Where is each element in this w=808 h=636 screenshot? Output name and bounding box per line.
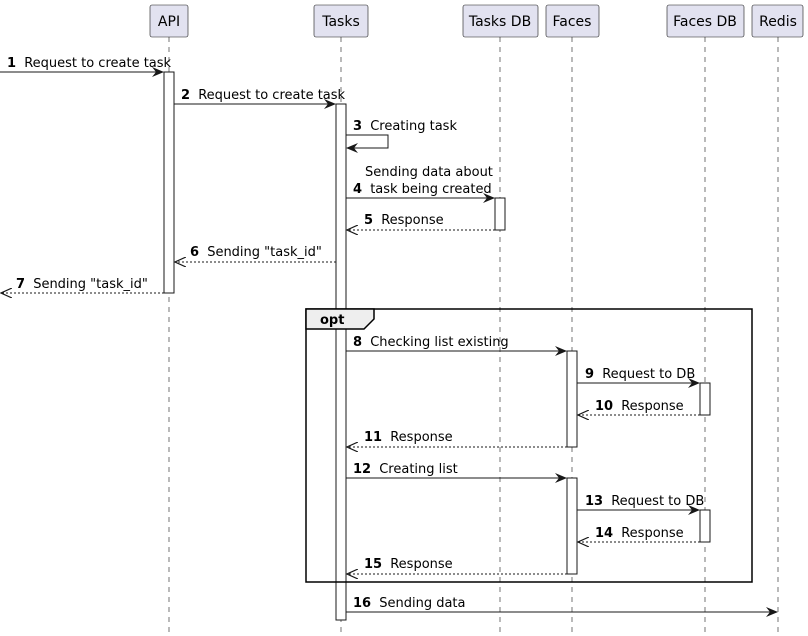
participant-redis: Redis: [751, 4, 804, 38]
participant-faces: Faces: [545, 4, 600, 38]
message-4: Sending data about 4 task being created: [346, 165, 495, 203]
activation-api: [163, 71, 175, 294]
message-2: 2 Request to create task: [174, 88, 346, 109]
message-11: 11 Response: [347, 430, 567, 447]
message-2-text: Request to create task: [198, 88, 345, 103]
message-3-number: 3: [353, 119, 362, 134]
message-4-number: 4: [353, 182, 362, 197]
message-15: 15 Response: [347, 557, 567, 574]
message-8: 8 Checking list existing: [346, 335, 567, 356]
activations: [163, 71, 711, 621]
participant-faces-label: Faces: [553, 14, 592, 30]
message-14-label: 14 Response: [595, 526, 684, 541]
message-12: 12 Creating list: [346, 462, 567, 483]
message-10-label: 10 Response: [595, 399, 684, 414]
message-13: 13 Request to DB: [577, 494, 704, 515]
message-6-text: Sending "task_id": [207, 245, 322, 260]
message-11-label: 11 Response: [364, 430, 453, 445]
message-16-number: 16: [353, 596, 371, 611]
participant-tasks-db-label: Tasks DB: [468, 14, 531, 30]
activation-faces-2: [566, 477, 578, 575]
message-8-label: 8 Checking list existing: [353, 335, 509, 350]
message-8-text: Checking list existing: [370, 335, 509, 350]
message-13-number: 13: [585, 494, 603, 509]
message-9-number: 9: [585, 367, 594, 382]
message-12-number: 12: [353, 462, 371, 477]
activation-tasks-db: [494, 197, 506, 231]
message-10: 10 Response: [578, 399, 700, 415]
opt-fragment-label: opt: [320, 313, 344, 328]
activation-faces-db-2: [699, 509, 711, 543]
message-16-label: 16 Sending data: [353, 596, 466, 611]
message-16: 16 Sending data: [346, 596, 778, 617]
message-14-number: 14: [595, 526, 613, 541]
message-5-text: Response: [381, 213, 443, 228]
message-9: 9 Request to DB: [577, 367, 700, 388]
message-3-text: Creating task: [370, 119, 457, 134]
participant-tasks: Tasks: [313, 4, 369, 38]
activation-faces-1: [566, 350, 578, 448]
message-2-label: 2 Request to create task: [181, 88, 346, 103]
message-9-label: 9 Request to DB: [585, 367, 695, 382]
participant-api: API: [149, 4, 189, 38]
message-8-number: 8: [353, 335, 362, 350]
messages: 1 Request to create task 2 Request to cr…: [0, 56, 778, 617]
participant-tasks-label: Tasks: [321, 14, 360, 30]
message-12-label: 12 Creating list: [353, 462, 458, 477]
participant-faces-db-label: Faces DB: [673, 14, 737, 30]
participant-tasks-db: Tasks DB: [462, 4, 539, 38]
message-7-text: Sending "task_id": [33, 277, 148, 292]
message-5-label: 5 Response: [364, 213, 444, 228]
participants: API Tasks Tasks DB Faces Faces DB Redis: [149, 4, 804, 38]
message-11-number: 11: [364, 430, 382, 445]
message-10-number: 10: [595, 399, 613, 414]
opt-fragment: opt: [305, 308, 753, 583]
message-13-label: 13 Request to DB: [585, 494, 704, 509]
message-4-text-line-1: Sending data about: [365, 165, 493, 180]
participant-api-label: API: [158, 14, 180, 30]
message-1-label: 1 Request to create task: [7, 56, 172, 71]
message-9-text: Request to DB: [602, 367, 695, 382]
message-15-text: Response: [390, 557, 452, 572]
message-1-number: 1: [7, 56, 16, 71]
message-6: 6 Sending "task_id": [175, 245, 336, 262]
activation-tasks: [335, 103, 347, 621]
message-1-text: Request to create task: [24, 56, 171, 71]
message-4-text-line-2: task being created: [370, 182, 492, 197]
message-16-text: Sending data: [379, 596, 465, 611]
message-13-text: Request to DB: [611, 494, 704, 509]
message-10-text: Response: [621, 399, 683, 414]
message-7: 7 Sending "task_id": [1, 277, 164, 293]
message-5-number: 5: [364, 213, 373, 228]
message-2-number: 2: [181, 88, 190, 103]
activation-faces-db-1: [699, 382, 711, 416]
message-4-label-line-2: 4 task being created: [353, 182, 492, 197]
message-11-text: Response: [390, 430, 452, 445]
message-15-label: 15 Response: [364, 557, 453, 572]
message-3: 3 Creating task: [346, 119, 457, 153]
participant-faces-db: Faces DB: [666, 4, 745, 38]
message-7-label: 7 Sending "task_id": [16, 277, 148, 292]
message-15-number: 15: [364, 557, 382, 572]
message-12-text: Creating list: [379, 462, 458, 477]
message-7-number: 7: [16, 277, 25, 292]
message-14-text: Response: [621, 526, 683, 541]
message-3-label: 3 Creating task: [353, 119, 457, 134]
message-1: 1 Request to create task: [0, 56, 172, 77]
message-6-number: 6: [190, 245, 199, 260]
participant-redis-label: Redis: [759, 14, 797, 30]
message-6-label: 6 Sending "task_id": [190, 245, 322, 260]
message-4-label-line-1: Sending data about: [365, 165, 493, 180]
message-5: 5 Response: [347, 213, 495, 230]
message-14: 14 Response: [578, 526, 700, 542]
